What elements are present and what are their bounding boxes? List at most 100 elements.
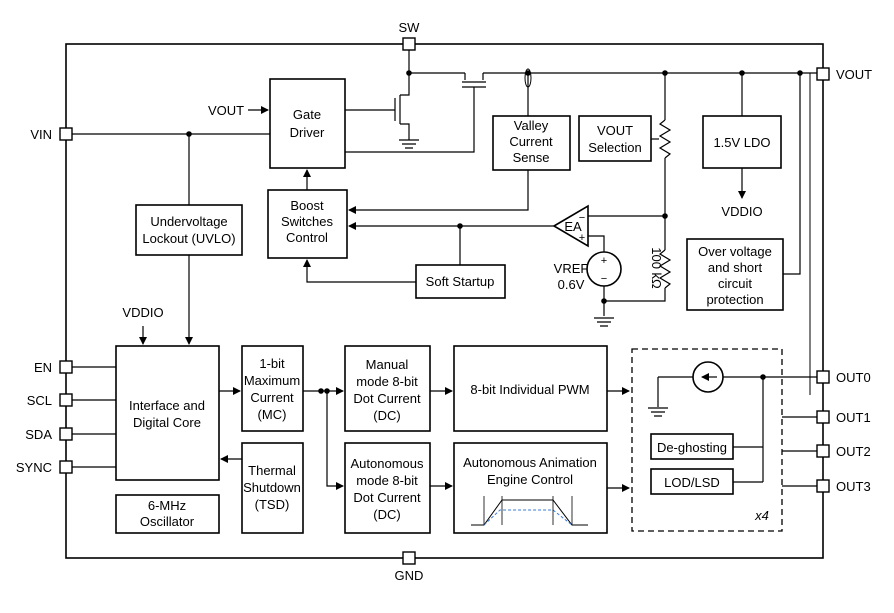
svg-text:Thermal: Thermal (248, 463, 296, 478)
pin-sync-label: SYNC (16, 460, 52, 475)
gate-driver-vout-label: VOUT (208, 103, 244, 118)
svg-text:−: − (579, 212, 585, 224)
pin-gnd-label: GND (395, 568, 424, 583)
soft-startup-block: Soft Startup (415, 264, 506, 299)
svg-text:+: + (579, 232, 585, 244)
svg-text:Digital Core: Digital Core (133, 415, 201, 430)
pin-out2: OUT2 (816, 444, 871, 459)
low-side-ground-icon (399, 139, 419, 149)
vddio-ldo-label: VDDIO (721, 204, 762, 219)
svg-text:LOD/LSD: LOD/LSD (664, 475, 720, 490)
upper-resistor-icon (658, 119, 672, 159)
ea-label: EA (564, 219, 582, 234)
digital-pin-wires (72, 366, 116, 468)
pin-gnd: GND (395, 551, 424, 583)
svg-text:Gate: Gate (293, 107, 321, 122)
svg-text:protection: protection (706, 292, 763, 307)
svg-text:Driver: Driver (290, 125, 325, 140)
current-source-icon (692, 361, 724, 393)
svg-text:+: + (601, 255, 607, 267)
animation-waveform-icon (471, 496, 588, 526)
pin-out0: OUT0 (816, 370, 871, 385)
svg-text:(DC): (DC) (373, 408, 400, 423)
low-side-mosfet (372, 73, 410, 140)
manual-dot-current-block: Manual mode 8-bit Dot Current (DC) (344, 345, 431, 432)
svg-text:Boost: Boost (290, 198, 324, 213)
out1-3-wires (782, 416, 817, 487)
svg-text:Autonomous Animation: Autonomous Animation (463, 455, 597, 470)
svg-text:Autonomous: Autonomous (351, 456, 424, 471)
soft-start-to-control-arrow (303, 259, 416, 283)
pin-out0-label: OUT0 (836, 370, 871, 385)
svg-text:Undervoltage: Undervoltage (150, 214, 227, 229)
pin-vout: VOUT (816, 67, 872, 82)
pin-en: EN (34, 360, 73, 375)
pin-scl: SCL (27, 393, 73, 408)
output-driver-box (631, 348, 783, 532)
svg-text:Oscillator: Oscillator (140, 514, 195, 529)
boost-switches-control-block: Boost Switches Control (267, 189, 348, 259)
pin-out3-label: OUT3 (836, 479, 871, 494)
auto-dot-current-block: Autonomous mode 8-bit Dot Current (DC) (344, 442, 431, 534)
svg-text:Soft Startup: Soft Startup (426, 274, 495, 289)
lod-lsd-block: LOD/LSD (650, 468, 734, 495)
svg-text:Dot Current: Dot Current (353, 490, 421, 505)
mc-branch-dot-1 (318, 388, 324, 394)
uvlo-block: Undervoltage Lockout (UVLO) (135, 204, 243, 256)
svg-text:De-ghosting: De-ghosting (657, 440, 727, 455)
svg-text:Shutdown: Shutdown (243, 480, 301, 495)
pin-scl-label: SCL (27, 393, 52, 408)
animation-engine-block: Autonomous Animation Engine Control (453, 442, 608, 534)
pin-out3: OUT3 (816, 479, 871, 494)
pin-vout-label: VOUT (836, 67, 872, 82)
svg-text:Sense: Sense (513, 150, 550, 165)
pin-out1: OUT1 (816, 410, 871, 425)
svg-text:Current: Current (250, 390, 294, 405)
vref-value-label: 0.6V (558, 277, 585, 292)
vref-source-icon: + − (586, 251, 622, 287)
deghosting-block: De-ghosting (650, 433, 734, 460)
interface-digital-core-block: Interface and Digital Core (115, 345, 220, 481)
svg-text:mode 8-bit: mode 8-bit (356, 374, 418, 389)
max-current-block: 1-bit Maximum Current (MC) (241, 345, 304, 432)
current-sense-to-control-arrow (348, 170, 529, 214)
vddio-core-label: VDDIO (122, 305, 163, 320)
svg-text:Lockout (UVLO): Lockout (UVLO) (142, 231, 235, 246)
svg-text:Control: Control (286, 230, 328, 245)
svg-text:6-MHz: 6-MHz (148, 498, 186, 513)
resistor-value-label: 100 kΩ (649, 247, 664, 289)
svg-text:Selection: Selection (588, 140, 641, 155)
ovp-block: Over voltage and short circuit protectio… (686, 238, 784, 311)
high-side-mosfet (462, 73, 486, 95)
ldo-block: 1.5V LDO (702, 115, 782, 169)
svg-text:(TSD): (TSD) (255, 497, 290, 512)
vref-label: VREF (554, 261, 589, 276)
mc-to-auto-dc-arrow (326, 391, 344, 490)
pwm-block: 8-bit Individual PWM (453, 345, 608, 432)
svg-text:1.5V LDO: 1.5V LDO (713, 135, 770, 150)
pin-sync: SYNC (16, 460, 73, 475)
svg-text:VOUT: VOUT (597, 123, 633, 138)
svg-text:circuit: circuit (718, 276, 752, 291)
vref-to-ea-wire (588, 235, 605, 252)
pin-sw-label: SW (399, 20, 421, 35)
svg-text:Switches: Switches (281, 214, 334, 229)
svg-text:Over voltage: Over voltage (698, 244, 772, 259)
svg-text:1-bit: 1-bit (259, 356, 285, 371)
svg-text:Dot Current: Dot Current (353, 391, 421, 406)
high-side-gate-wire (345, 95, 475, 153)
svg-text:Manual: Manual (366, 357, 409, 372)
svg-text:mode 8-bit: mode 8-bit (356, 473, 418, 488)
svg-text:(MC): (MC) (258, 407, 287, 422)
pin-en-label: EN (34, 360, 52, 375)
svg-text:(DC): (DC) (373, 507, 400, 522)
error-amplifier: EA − + (552, 204, 589, 248)
pin-sda-label: SDA (25, 427, 52, 442)
lower-resistor-icon (658, 249, 672, 289)
pin-vin: VIN (30, 127, 73, 142)
svg-text:and short: and short (708, 260, 763, 275)
valley-current-sense-block: Valley Current Sense (492, 115, 571, 171)
svg-text:Engine Control: Engine Control (487, 472, 573, 487)
pin-sda: SDA (25, 427, 73, 442)
thermal-shutdown-block: Thermal Shutdown (TSD) (241, 442, 304, 534)
